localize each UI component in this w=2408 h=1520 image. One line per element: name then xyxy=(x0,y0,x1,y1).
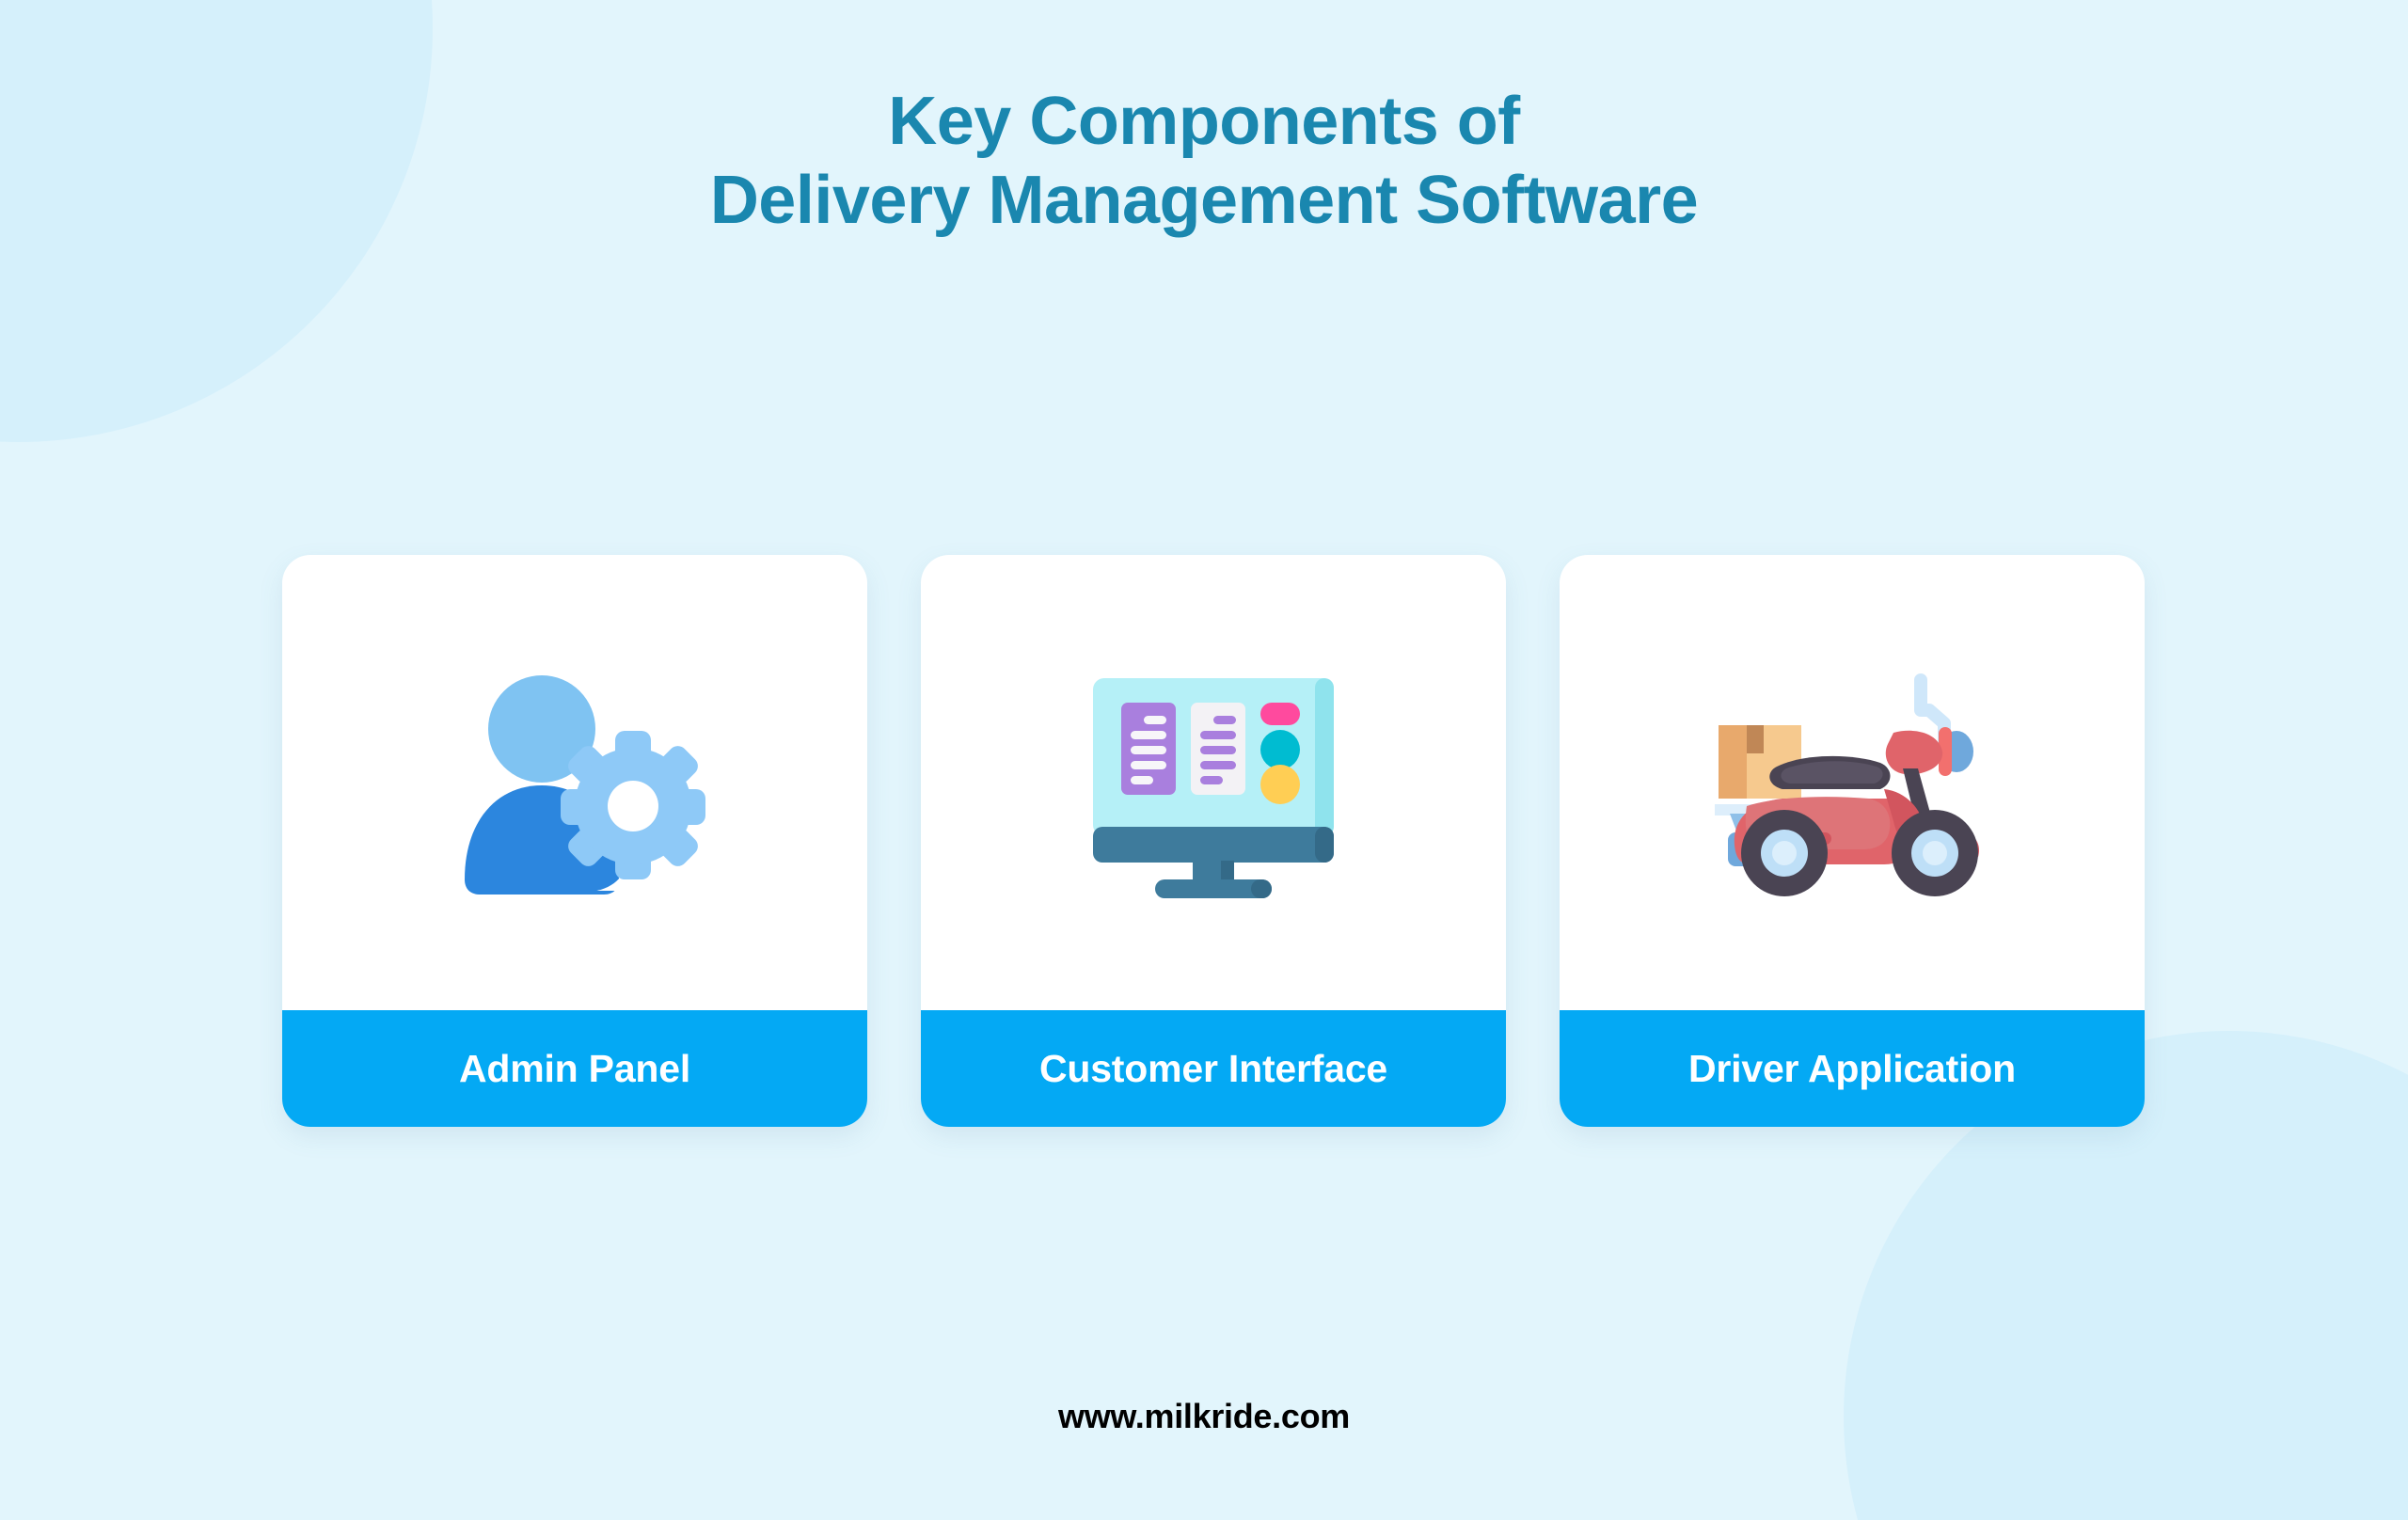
card-customer-interface-label: Customer Interface xyxy=(921,1010,1506,1127)
desktop-monitor-dashboard-icon xyxy=(1072,665,1354,900)
card-admin-panel[interactable]: Admin Panel xyxy=(282,555,867,1127)
card-driver-application-label: Driver Application xyxy=(1560,1010,2145,1127)
card-customer-interface-icon-area xyxy=(921,555,1506,1010)
admin-user-gear-icon xyxy=(438,665,711,900)
card-customer-interface[interactable]: Customer Interface xyxy=(921,555,1506,1127)
website-url[interactable]: www.milkride.com xyxy=(1058,1397,1350,1435)
page-title-line-1: Key Components of xyxy=(888,84,1520,159)
footer: www.milkride.com xyxy=(0,1313,2408,1520)
delivery-scooter-icon xyxy=(1692,665,2012,900)
card-admin-panel-label: Admin Panel xyxy=(282,1010,867,1127)
page-title-line-2: Delivery Management Software xyxy=(709,162,1699,238)
card-admin-panel-icon-area xyxy=(282,555,867,1010)
card-driver-application-icon-area xyxy=(1560,555,2145,1010)
component-card-row: Admin Panel xyxy=(282,555,2145,1127)
page-title: Key Components of Delivery Management So… xyxy=(0,83,2408,240)
card-driver-application[interactable]: Driver Application xyxy=(1560,555,2145,1127)
